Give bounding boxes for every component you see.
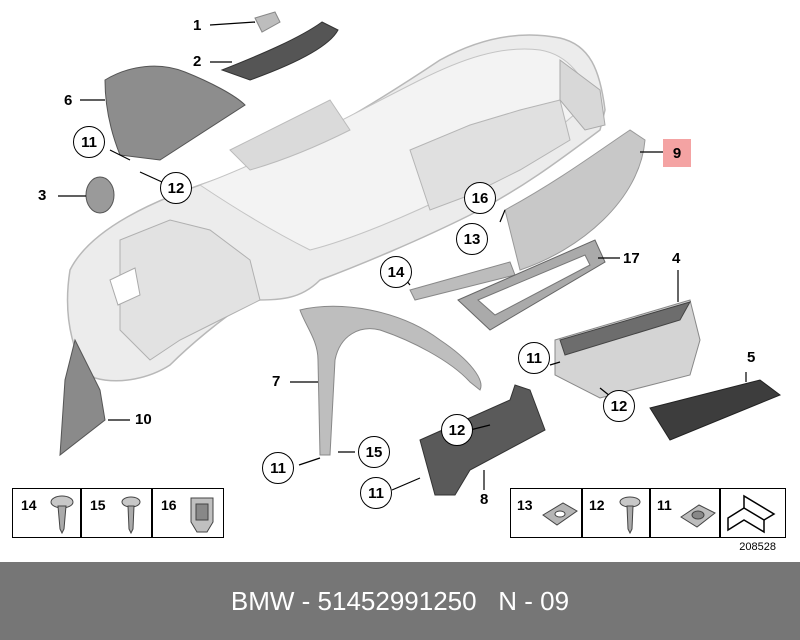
clip-icon: [190, 497, 214, 533]
footer-brand: BMW: [230, 585, 295, 616]
callout-3: 3: [38, 187, 47, 204]
legend-box-11-label: 11: [657, 497, 672, 513]
legend-box-15: 15: [81, 488, 152, 538]
part-footer-banner: BMW - 51452991250 N - 09: [0, 562, 800, 640]
circle-callout-11-console: 11: [360, 477, 392, 509]
circle-callout-13: 13: [456, 223, 488, 255]
legend-box-14: 14: [12, 488, 81, 538]
part-9-shape: [504, 129, 646, 271]
circle-callout-11-glovebox: 11: [518, 342, 550, 374]
legend-box-symbol: [720, 488, 786, 538]
screw-icon: [121, 496, 141, 535]
legend-box-12-label: 12: [589, 497, 605, 513]
screw-icon: [50, 495, 74, 535]
circle-callout-11-arch: 11: [262, 452, 294, 484]
spring-nut-icon: [680, 504, 716, 528]
circle-callout-12-console: 12: [441, 414, 473, 446]
callout-5: 5: [747, 349, 756, 366]
callout-7: 7: [272, 373, 281, 390]
dashboard-center-stack: [409, 99, 571, 211]
dashboard-lower-frame: [119, 219, 261, 361]
nut-clip-icon: [542, 502, 578, 526]
material-symbol-icon: [727, 494, 776, 534]
circle-callout-12: 12: [160, 172, 192, 204]
callout-2: 2: [193, 53, 202, 70]
part-8-shape: [419, 384, 546, 496]
diagram-number: 208528: [739, 541, 776, 553]
part-2-shape: [220, 21, 339, 81]
dashboard-cluster-hood: [229, 99, 351, 171]
legend-box-13: 13: [510, 488, 582, 538]
part-6-shape: [104, 65, 246, 161]
callout-1: 1: [193, 17, 202, 34]
part-3-shape: [85, 176, 115, 214]
legend-box-15-label: 15: [90, 497, 106, 513]
dashboard-illustration: [58, 11, 782, 496]
screw-icon: [619, 496, 641, 535]
legend-box-16-label: 16: [161, 497, 177, 513]
circle-callout-12-glovebox: 12: [603, 390, 635, 422]
dashboard-left-vent-slot: [109, 267, 141, 306]
callout-8: 8: [480, 491, 489, 508]
legend-box-12: 12: [582, 488, 650, 538]
part-5-shape: [649, 379, 782, 441]
callout-17: 17: [623, 250, 640, 267]
footer-part-number: 51452991250: [317, 585, 477, 616]
circle-callout-15: 15: [358, 436, 390, 468]
legend-box-16: 16: [152, 488, 224, 538]
highlighted-callout-9: 9: [663, 139, 691, 167]
circle-callout-14: 14: [380, 256, 412, 288]
callout-4: 4: [672, 250, 681, 267]
part-7-shape: [299, 305, 482, 456]
legend-box-13-label: 13: [517, 497, 533, 513]
footer-position: N - 09: [476, 585, 570, 616]
part-17-inner: [477, 254, 591, 316]
part-10-shape: [59, 338, 106, 457]
circle-callout-16: 16: [464, 182, 496, 214]
footer-separator: -: [294, 585, 318, 616]
circle-callout-11: 11: [73, 126, 105, 158]
part-1-shape: [254, 11, 281, 33]
callout-10: 10: [135, 411, 152, 428]
dashboard-right-end: [559, 59, 606, 131]
part-4-lid: [559, 301, 692, 356]
callout-6: 6: [64, 92, 73, 109]
legend-box-14-label: 14: [21, 497, 37, 513]
legend-box-11: 11: [650, 488, 720, 538]
leader-lines: [58, 21, 747, 491]
